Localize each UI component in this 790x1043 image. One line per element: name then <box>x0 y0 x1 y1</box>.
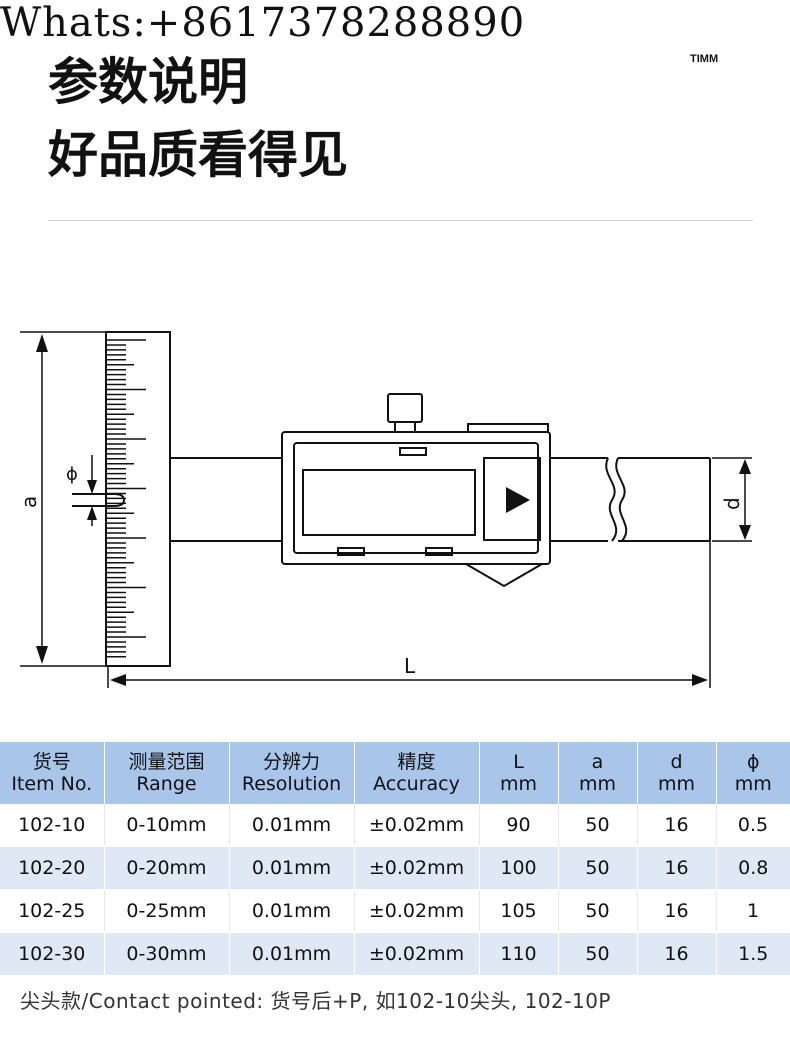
header-label-zh: a <box>591 751 604 773</box>
table-cell: 102-25 <box>0 889 105 933</box>
page-title: 参数说明 <box>48 53 248 111</box>
header-label-zh: 分辨力 <box>262 751 320 773</box>
header-label-en: Range <box>136 773 197 795</box>
play-icon <box>506 487 530 513</box>
table-cell: 90 <box>479 804 559 847</box>
table-cell: 0.01mm <box>229 804 355 847</box>
arrow-phi-top <box>87 480 97 494</box>
header-label-zh: ϕ <box>746 751 760 773</box>
label-L: L <box>404 654 416 678</box>
table-cell: 100 <box>479 846 559 890</box>
ruler-ticks <box>106 339 146 658</box>
slider-pointer <box>465 563 543 588</box>
arrow-L-right <box>692 674 708 686</box>
table-cell: 16 <box>637 889 717 933</box>
table-cell: ±0.02mm <box>354 846 480 890</box>
table-cell: 16 <box>637 846 717 890</box>
table-cell: 1.5 <box>716 932 790 976</box>
arrow-L-left <box>110 674 126 686</box>
table-cell: 0-25mm <box>104 889 230 933</box>
label-d: d <box>720 497 744 510</box>
table-cell: 50 <box>558 889 638 933</box>
header-label-zh: 测量范围 <box>128 751 205 773</box>
lcd-screen <box>302 469 476 536</box>
table-cell: 0.5 <box>716 804 790 847</box>
table-cell: 102-20 <box>0 846 105 890</box>
table-cell: 0.01mm <box>229 932 355 976</box>
label-phi: ϕ <box>66 464 78 485</box>
watermark-contact: Whats:+8617378288890 <box>0 0 526 46</box>
header-label-zh: L <box>513 751 524 773</box>
arrow-phi-bottom <box>87 506 97 520</box>
table-cell: 0-20mm <box>104 846 230 890</box>
caliper-diagram: a ϕ d L <box>17 331 752 688</box>
header-label-en: Accuracy <box>373 773 460 795</box>
table-cell: 0.8 <box>716 846 790 890</box>
label-a: a <box>17 496 41 508</box>
table-cell: 0.01mm <box>229 889 355 933</box>
table-cell: 16 <box>637 932 717 976</box>
header-label-en: mm <box>657 773 696 795</box>
table-cell: 50 <box>558 932 638 976</box>
header-label-en: mm <box>578 773 617 795</box>
table-cell: 110 <box>479 932 559 976</box>
table-cell: ±0.02mm <box>354 804 480 847</box>
arrow-a-top <box>36 334 48 352</box>
header-label-zh: d <box>670 751 683 773</box>
header-label-en: Resolution <box>241 773 342 795</box>
table-cell: 102-10 <box>0 804 105 847</box>
probe-tip <box>72 493 126 507</box>
arrow-d-top <box>739 459 751 474</box>
table-cell: 50 <box>558 846 638 890</box>
table-cell: 0.01mm <box>229 846 355 890</box>
header-label-en: Item No. <box>11 773 93 795</box>
header-label-en: mm <box>734 773 772 795</box>
table-cell: ±0.02mm <box>354 932 480 976</box>
header-label-en: mm <box>499 773 538 795</box>
table-cell: 16 <box>637 804 717 847</box>
break-line <box>605 457 618 542</box>
arrow-a-bottom <box>36 646 48 664</box>
table-cell: 102-30 <box>0 932 105 976</box>
page-subtitle: 好品质看得见 <box>48 126 348 184</box>
table-cell: 0-30mm <box>104 932 230 976</box>
divider <box>48 220 753 221</box>
arrow-d-bottom <box>739 525 751 540</box>
table-cell: 1 <box>716 889 790 933</box>
table-cell: 0-10mm <box>104 804 230 847</box>
table-cell: 105 <box>479 889 559 933</box>
header-label-zh: 货号 <box>32 751 71 773</box>
table-cell: 50 <box>558 804 638 847</box>
table-cell: ±0.02mm <box>354 889 480 933</box>
brand-logo: TIMM <box>690 53 719 65</box>
locking-knob <box>387 393 423 423</box>
header-label-zh: 精度 <box>397 751 436 773</box>
footnote: 尖头款/Contact pointed: 货号后+P, 如102-10尖头, 1… <box>20 989 611 1013</box>
